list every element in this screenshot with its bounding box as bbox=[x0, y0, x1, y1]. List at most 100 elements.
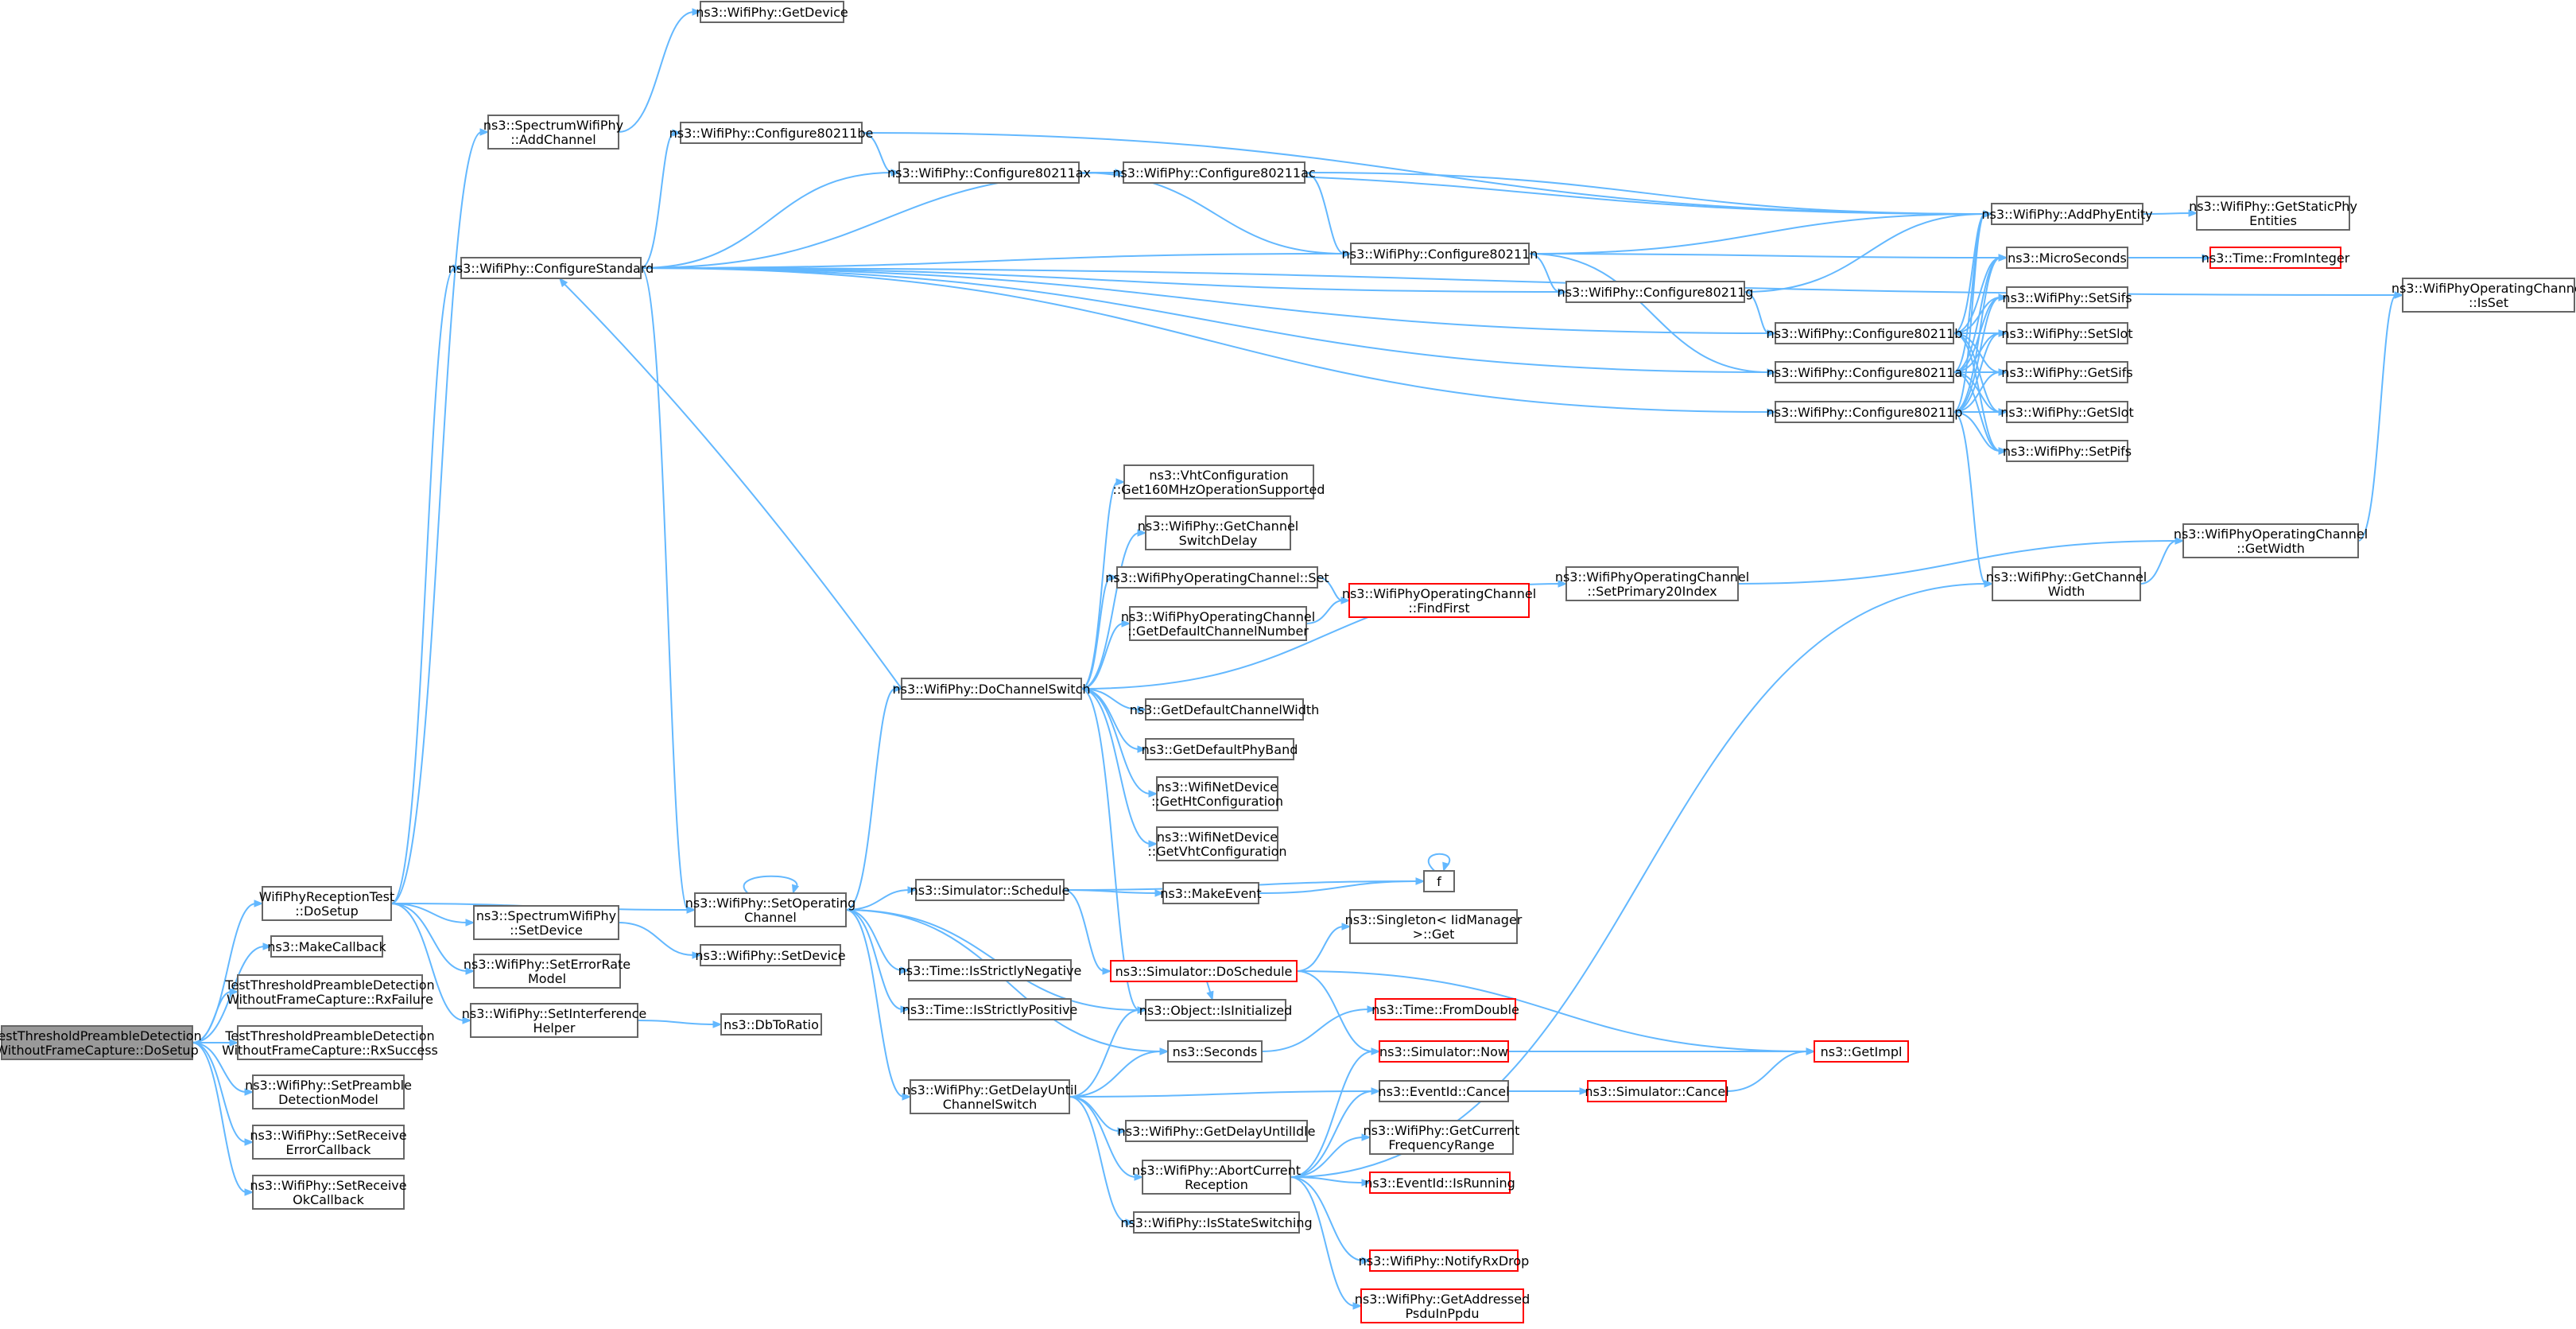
node-n_setsifs[interactable]: ns3::WifiPhy::SetSifs bbox=[2002, 286, 2132, 309]
edge-n_dochsw-to-n_getht bbox=[1080, 688, 1158, 798]
node-n_c11p[interactable]: ns3::WifiPhy::Configure80211p bbox=[1767, 401, 1963, 423]
node-box bbox=[2006, 401, 2128, 423]
node-n_isset[interactable]: ns3::WifiPhyOperatingChannel::IsSet bbox=[2392, 278, 2576, 313]
node-label-line: >::Get bbox=[1413, 927, 1455, 942]
node-n_makecb[interactable]: ns3::MakeCallback bbox=[267, 935, 386, 958]
node-box bbox=[2006, 361, 2128, 383]
node-n_micro[interactable]: ns3::MicroSeconds bbox=[2006, 247, 2128, 269]
node-n_rxfail[interactable]: TestThresholdPreambleDetectionWithoutFra… bbox=[224, 974, 435, 1009]
node-n_getwidth[interactable]: ns3::WifiPhyOperatingChannel::GetWidth bbox=[2174, 523, 2368, 558]
node-n_getdev[interactable]: ns3::WifiPhy::GetDevice bbox=[696, 1, 848, 23]
node-n_simcancel[interactable]: ns3::Simulator::Cancel bbox=[1585, 1080, 1729, 1102]
node-label-line: OkCallback bbox=[293, 1192, 364, 1207]
node-n_opset[interactable]: ns3::WifiPhyOperatingChannel::Set bbox=[1105, 566, 1329, 589]
node-label-line: ns3::Time::FromInteger bbox=[2202, 251, 2350, 266]
node-n_getsifs[interactable]: ns3::WifiPhy::GetSifs bbox=[2001, 361, 2133, 383]
node-n_c11be[interactable]: ns3::WifiPhy::Configure80211be bbox=[669, 122, 874, 144]
node-n_now[interactable]: ns3::Simulator::Now bbox=[1379, 1040, 1509, 1063]
node-n_findfirst[interactable]: ns3::WifiPhyOperatingChannel::FindFirst bbox=[1342, 583, 1536, 618]
node-n_specsetdev[interactable]: ns3::SpectrumWifiPhy::SetDevice bbox=[473, 905, 619, 940]
node-n_dosched[interactable]: ns3::Simulator::DoSchedule bbox=[1110, 960, 1298, 982]
node-n_strpos[interactable]: ns3::Time::IsStrictlyPositive bbox=[902, 998, 1078, 1020]
node-n_c11g[interactable]: ns3::WifiPhy::Configure80211g bbox=[1558, 281, 1754, 303]
edge-n_c11n-to-n_c11g bbox=[1528, 253, 1568, 296]
node-n_rxsucc[interactable]: TestThresholdPreambleDetectionWithoutFra… bbox=[222, 1025, 438, 1060]
node-n_getdefnum[interactable]: ns3::WifiPhyOperatingChannel::GetDefault… bbox=[1121, 606, 1315, 641]
node-box bbox=[1133, 1211, 1300, 1234]
node-n_fromint[interactable]: ns3::Time::FromInteger bbox=[2202, 247, 2350, 269]
node-label-line: ns3::WifiPhy::AddPhyEntity bbox=[1981, 207, 2152, 222]
node-n_isinit[interactable]: ns3::Object::IsInitialized bbox=[1139, 999, 1293, 1021]
node-n_c11b[interactable]: ns3::WifiPhy::Configure80211b bbox=[1767, 322, 1963, 344]
node-n_getht[interactable]: ns3::WifiNetDevice::GetHtConfiguration bbox=[1151, 776, 1283, 811]
node-box bbox=[1156, 826, 1278, 861]
node-n_confstd[interactable]: ns3::WifiPhy::ConfigureStandard bbox=[448, 257, 654, 279]
node-n_isstsw[interactable]: ns3::WifiPhy::IsStateSwitching bbox=[1120, 1211, 1313, 1234]
node-n_dochsw[interactable]: ns3::WifiPhy::DoChannelSwitch bbox=[893, 678, 1091, 700]
edge-n_setop-to-n_getdelay bbox=[845, 909, 912, 1101]
node-box bbox=[1379, 1040, 1509, 1063]
node-n_evcancel[interactable]: ns3::EventId::Cancel bbox=[1378, 1080, 1510, 1102]
node-n_c11n[interactable]: ns3::WifiPhy::Configure80211n bbox=[1342, 243, 1538, 265]
edge-n_abort-to-n_getaddr bbox=[1290, 1176, 1363, 1310]
node-n_dbtoratio[interactable]: ns3::DbToRatio bbox=[720, 1013, 822, 1036]
node-n_defband[interactable]: ns3::GetDefaultPhyBand bbox=[1142, 738, 1298, 760]
edge-n_getdelay-to-n_isstsw bbox=[1069, 1096, 1135, 1226]
node-n_addphy[interactable]: ns3::WifiPhy::AddPhyEntity bbox=[1981, 203, 2153, 225]
node-n_isrunning[interactable]: ns3::EventId::IsRunning bbox=[1364, 1172, 1515, 1194]
node-label-line: ns3::WifiPhy::GetDevice bbox=[696, 5, 848, 20]
node-root[interactable]: TestThresholdPreambleDetectionWithoutFra… bbox=[0, 1025, 202, 1060]
node-label-line: TestThresholdPreambleDetection bbox=[224, 977, 434, 993]
node-n_vht160[interactable]: ns3::VhtConfiguration::Get160MHzOperatio… bbox=[1113, 464, 1325, 499]
node-n_singleton[interactable]: ns3::Singleton< IidManager>::Get bbox=[1345, 909, 1523, 944]
node-n_wsetdev[interactable]: ns3::WifiPhy::SetDevice bbox=[695, 944, 846, 966]
node-label-line: ns3::WifiPhy::SetInterference bbox=[462, 1006, 646, 1021]
node-n_notifydrop[interactable]: ns3::WifiPhy::NotifyRxDrop bbox=[1359, 1249, 1530, 1272]
node-label-line: DetectionModel bbox=[278, 1092, 378, 1107]
node-n_specadd[interactable]: ns3::SpectrumWifiPhy::AddChannel bbox=[483, 115, 623, 150]
node-n_dosetup[interactable]: WifiPhyReceptionTest::DoSetup bbox=[259, 886, 394, 921]
node-n_f[interactable]: f bbox=[1423, 870, 1455, 892]
node-n_makeevent[interactable]: ns3::MakeEvent bbox=[1160, 882, 1262, 904]
node-label-line: ns3::WifiPhy::Configure80211b bbox=[1767, 326, 1963, 341]
node-box bbox=[1814, 1040, 1909, 1063]
node-label-line: ns3::Simulator::Schedule bbox=[910, 883, 1070, 898]
node-label-line: ::SetDevice bbox=[510, 923, 583, 938]
node-n_c11a[interactable]: ns3::WifiPhy::Configure80211a bbox=[1767, 361, 1963, 383]
node-n_fromdbl[interactable]: ns3::Time::FromDouble bbox=[1371, 998, 1519, 1020]
node-n_getimpl[interactable]: ns3::GetImpl bbox=[1814, 1040, 1909, 1063]
edge-n_c11ac-to-n_c11n bbox=[1304, 172, 1352, 258]
node-n_c11ac[interactable]: ns3::WifiPhy::Configure80211ac bbox=[1112, 161, 1316, 184]
node-label-line: ns3::WifiPhy::Configure80211be bbox=[669, 126, 874, 141]
node-n_defwidth[interactable]: ns3::GetDefaultChannelWidth bbox=[1130, 698, 1320, 721]
node-label-line: ns3::WifiPhy::GetStaticPhy bbox=[2189, 199, 2357, 214]
node-n_setprim[interactable]: ns3::WifiPhyOperatingChannel::SetPrimary… bbox=[1555, 566, 1749, 601]
node-n_seconds[interactable]: ns3::Seconds bbox=[1167, 1040, 1263, 1063]
node-n_delayidle[interactable]: ns3::WifiPhy::GetDelayUntilIdle bbox=[1118, 1120, 1316, 1142]
node-n_setslot[interactable]: ns3::WifiPhy::SetSlot bbox=[2001, 322, 2133, 344]
node-n_schedule[interactable]: ns3::Simulator::Schedule bbox=[910, 879, 1070, 901]
node-label-line: Width bbox=[2048, 584, 2085, 599]
node-n_setpifs[interactable]: ns3::WifiPhy::SetPifs bbox=[2003, 440, 2132, 462]
node-n_strneg[interactable]: ns3::Time::IsStrictlyNegative bbox=[898, 959, 1082, 981]
node-label-line: ns3::MicroSeconds bbox=[2008, 251, 2127, 266]
edge-n_dochsw-to-n_vht160 bbox=[1080, 478, 1126, 690]
edge-n_getdelay-to-n_seconds bbox=[1069, 1047, 1170, 1098]
node-n_getslot[interactable]: ns3::WifiPhy::GetSlot bbox=[2000, 401, 2134, 423]
node-n_getvht[interactable]: ns3::WifiNetDevice::GetVhtConfiguration bbox=[1147, 826, 1287, 861]
node-n_c11ax[interactable]: ns3::WifiPhy::Configure80211ax bbox=[887, 161, 1091, 184]
